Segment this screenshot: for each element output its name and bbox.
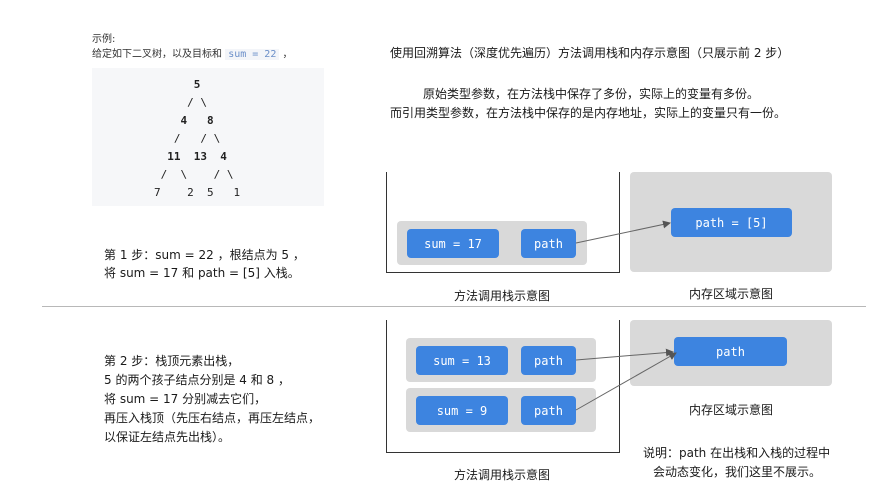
step2-memory-caption: 内存区域示意图 — [688, 403, 773, 417]
step1-line-1: 第 1 步：sum = 22 ，根结点为 5 ， — [104, 248, 305, 262]
note-line-2: 会动态变化，我们这里不展示。 — [653, 465, 822, 479]
step2-line-2: 5 的两个孩子结点分别是 4 和 8 ， — [104, 373, 290, 387]
step2-path-top-cell: path — [521, 346, 576, 375]
step2-bottom-reference-arrow — [575, 352, 677, 411]
tree-line-3: 4 8 — [154, 114, 214, 127]
step1-memory-path: path = [5] — [671, 208, 792, 237]
example-desc-suffix: ， — [282, 49, 293, 60]
explain-line-1: 原始类型参数，在方法栈中保存了多份，实际上的变量有多份。 — [423, 87, 760, 101]
step1-memory-caption: 内存区域示意图 — [688, 287, 773, 301]
step2-sum-top-cell: sum = 13 — [416, 346, 508, 375]
step1-line-2: 将 sum = 17 和 path = [5] 入栈。 — [104, 266, 300, 280]
step2-top-reference-arrow — [575, 348, 674, 361]
step2-path-bottom-cell: path — [521, 396, 576, 425]
step2-memory-path: path — [674, 337, 787, 366]
section-divider — [42, 306, 866, 307]
step2-sum-bottom-cell: sum = 9 — [416, 396, 508, 425]
binary-tree-panel: 5 / \ 4 8 / / \ 11 13 4 / \ / \ 7 2 5 1 — [92, 68, 324, 206]
tree-line-6: / \ / \ — [154, 168, 234, 181]
step1-path-cell: path — [521, 229, 576, 258]
step2-stack-caption: 方法调用栈示意图 — [453, 468, 550, 482]
step1-sum-cell: sum = 17 — [407, 229, 499, 258]
example-description: 给定如下二叉树，以及目标和 sum = 22 ， — [92, 45, 293, 60]
tree-line-5: 11 13 4 — [154, 150, 227, 163]
step1-reference-arrow — [575, 220, 671, 244]
explain-line-2: 而引用类型参数，在方法栈中保存的是内存地址，实际上的变量只有一份。 — [390, 106, 787, 120]
note-line-1: 说明：path 在出栈和入栈的过程中 — [643, 446, 831, 460]
example-heading: 示例: — [92, 34, 116, 45]
step2-line-1: 第 2 步：栈顶元素出栈， — [104, 354, 240, 368]
step2-line-5: 以保证左结点先出栈）。 — [104, 430, 231, 444]
step2-call-stack — [386, 320, 620, 453]
step2-line-4: 再压入栈顶（先压右结点，再压左结点， — [104, 411, 321, 425]
tree-line-7: 7 2 5 1 — [154, 186, 241, 199]
diagram-title: 使用回溯算法（深度优先遍历）方法调用栈和内存示意图（只展示前 2 步） — [390, 46, 790, 60]
step1-call-stack — [386, 172, 620, 273]
step1-stack-caption: 方法调用栈示意图 — [453, 289, 550, 303]
tree-line-2: / \ — [154, 96, 207, 109]
example-desc-prefix: 给定如下二叉树，以及目标和 — [92, 49, 222, 60]
step2-line-3: 将 sum = 17 分别减去它们， — [104, 392, 267, 406]
tree-line-1: 5 — [154, 78, 201, 91]
tree-line-4: / / \ — [154, 132, 221, 145]
binary-tree: 5 / \ 4 8 / / \ 11 13 4 / \ / \ 7 2 5 1 — [154, 76, 240, 202]
example-sum-code: sum = 22 — [225, 49, 280, 60]
